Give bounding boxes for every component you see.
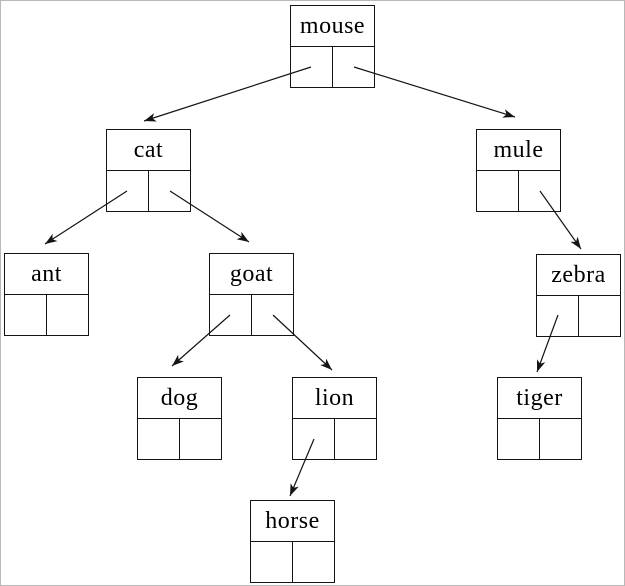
tree-node-horse: horse <box>250 500 335 583</box>
right-pointer-cell <box>46 295 88 335</box>
left-pointer-cell <box>498 419 540 459</box>
pointer-cells <box>293 419 376 459</box>
tree-node-goat: goat <box>209 253 294 336</box>
tree-node-dog: dog <box>137 377 222 460</box>
left-pointer-cell <box>107 171 149 211</box>
pointer-cells <box>537 296 620 336</box>
left-pointer-cell <box>138 419 180 459</box>
pointer-cells <box>107 171 190 211</box>
left-pointer-cell <box>291 47 333 87</box>
tree-node-cat: cat <box>106 129 191 212</box>
tree-node-lion: lion <box>292 377 377 460</box>
node-label-horse: horse <box>251 501 334 542</box>
pointer-cells <box>210 295 293 335</box>
left-pointer-cell <box>251 542 293 582</box>
left-pointer-cell <box>5 295 47 335</box>
edge-mouse-right-to-mule <box>353 66 516 118</box>
right-pointer-cell <box>148 171 190 211</box>
node-label-tiger: tiger <box>498 378 581 419</box>
tree-node-mule: mule <box>476 129 561 212</box>
right-pointer-cell <box>332 47 374 87</box>
left-pointer-cell <box>537 296 579 336</box>
node-label-ant: ant <box>5 254 88 295</box>
pointer-cells <box>498 419 581 459</box>
pointer-cells <box>477 171 560 211</box>
right-pointer-cell <box>179 419 221 459</box>
tree-node-tiger: tiger <box>497 377 582 460</box>
right-pointer-cell <box>539 419 581 459</box>
left-pointer-cell <box>293 419 335 459</box>
right-pointer-cell <box>292 542 334 582</box>
node-label-zebra: zebra <box>537 255 620 296</box>
node-label-goat: goat <box>210 254 293 295</box>
right-pointer-cell <box>251 295 293 335</box>
tree-node-mouse: mouse <box>290 5 375 88</box>
node-label-mule: mule <box>477 130 560 171</box>
node-label-lion: lion <box>293 378 376 419</box>
pointer-cells <box>291 47 374 87</box>
pointer-cells <box>251 542 334 582</box>
node-label-mouse: mouse <box>291 6 374 47</box>
left-pointer-cell <box>477 171 519 211</box>
right-pointer-cell <box>334 419 376 459</box>
tree-node-ant: ant <box>4 253 89 336</box>
pointer-cells <box>138 419 221 459</box>
left-pointer-cell <box>210 295 252 335</box>
node-label-cat: cat <box>107 130 190 171</box>
edge-mouse-left-to-cat <box>143 66 312 122</box>
right-pointer-cell <box>578 296 620 336</box>
tree-node-zebra: zebra <box>536 254 621 337</box>
pointer-cells <box>5 295 88 335</box>
node-label-dog: dog <box>138 378 221 419</box>
right-pointer-cell <box>518 171 560 211</box>
